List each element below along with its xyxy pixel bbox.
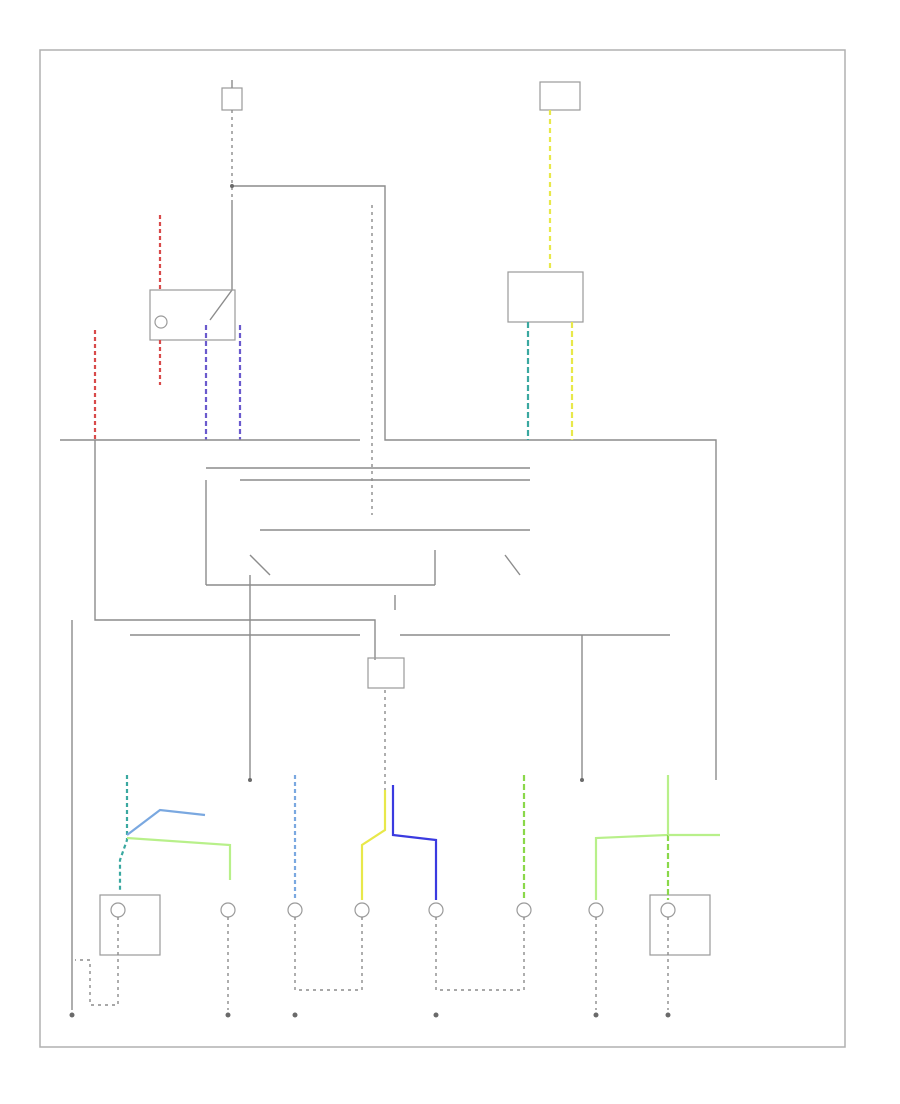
ground-path-1 — [75, 917, 119, 1006]
center-relay — [367, 657, 405, 689]
wire-green-lamp-7 — [594, 775, 670, 900]
bulb-2-icon — [220, 902, 236, 918]
bulb-6-icon — [516, 902, 532, 918]
wire-source-to-switch — [209, 200, 233, 321]
rail-power — [94, 440, 376, 660]
bulb-4-icon — [354, 902, 370, 918]
wire-blue-lamp-5 — [391, 785, 438, 900]
splice-top-icon — [230, 184, 234, 188]
ground-2-icon — [225, 1012, 231, 1018]
ground-4-icon — [433, 1012, 439, 1018]
wire-yellow-lamp-4 — [360, 790, 387, 900]
ground-path-4 — [435, 917, 525, 991]
ground-1-icon — [69, 1012, 75, 1018]
diagram-frame — [39, 49, 846, 1048]
splice-left-icon — [248, 778, 252, 782]
wire-main-bus — [232, 185, 717, 780]
indicator-lamp-icon — [154, 315, 168, 329]
bulb-3-icon — [287, 902, 303, 918]
bulb-8-icon — [660, 902, 676, 918]
splice-right-icon — [580, 778, 584, 782]
lamp-housing-left — [99, 894, 161, 956]
bulb-5-icon — [428, 902, 444, 918]
ground-5-icon — [593, 1012, 599, 1018]
ground-path-3 — [294, 917, 363, 991]
hot-at-all-times-fuse — [221, 80, 243, 200]
ground-6-icon — [665, 1012, 671, 1018]
hazard-switch-box — [149, 289, 236, 341]
lamp-housing-right — [649, 894, 711, 956]
wire-blue-trailer-left — [126, 808, 206, 836]
wire-teal-lower-left — [118, 775, 129, 890]
bulb-1-icon — [110, 902, 126, 918]
turn-signal-switch — [205, 480, 530, 780]
ignition-fuse — [539, 81, 581, 270]
wire-green-to-lamp — [126, 836, 232, 880]
ground-3-icon — [292, 1012, 298, 1018]
flasher-unit-box — [507, 271, 584, 323]
bulb-7-icon — [588, 902, 604, 918]
